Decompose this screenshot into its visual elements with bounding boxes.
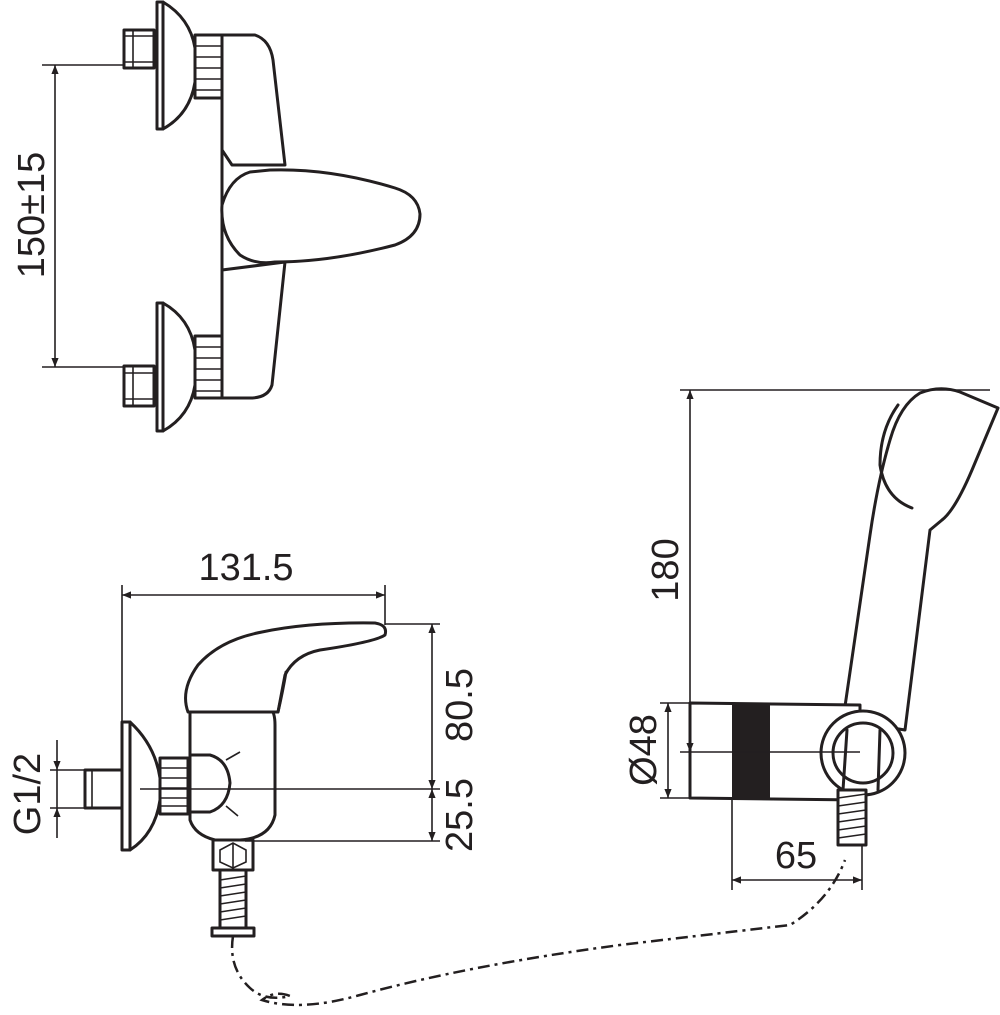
dimension-mount-spacing: 150±15: [11, 64, 124, 368]
spout-height-label: 80.5: [439, 668, 481, 742]
mixer-body-side: [188, 706, 277, 842]
mount-spacing-label: 150±15: [11, 152, 53, 279]
wall-flange-side: [120, 720, 162, 852]
dimension-overall-length: 131.5: [121, 547, 386, 722]
lever-handle-side: [184, 621, 387, 714]
upper-wall-mount: [122, 0, 224, 131]
inlet-pipe: [83, 768, 124, 810]
holder-depth-label: 65: [775, 835, 817, 877]
shower-hose: [230, 859, 847, 1007]
lower-wall-mount: [122, 301, 224, 433]
dimension-shower-length: 180: [645, 389, 990, 753]
shower-assembly: 180 Ø48 65: [623, 387, 1000, 890]
dimension-holder-depth: 65: [731, 800, 863, 890]
holder-diameter-label: Ø48: [623, 714, 665, 786]
thread-label: G1/2: [7, 753, 49, 835]
inlet-offset-label: 25.5: [439, 778, 481, 852]
mixer-body-bottom: [220, 260, 287, 400]
top-view: 150±15: [11, 0, 422, 433]
dimension-holder-diameter: Ø48: [623, 702, 735, 799]
mixer-body-top: [220, 33, 287, 167]
dimension-vertical-stack: 80.5 25.5: [140, 623, 481, 852]
side-view: 131.5 80.5 25.5 G1/2: [7, 547, 481, 938]
lever-handle-top: [220, 168, 422, 265]
hand-shower: [841, 387, 1000, 732]
dimension-thread: G1/2: [7, 740, 85, 838]
holder-band: [732, 703, 770, 799]
overall-length-label: 131.5: [198, 547, 293, 589]
shower-length-label: 180: [645, 538, 687, 601]
